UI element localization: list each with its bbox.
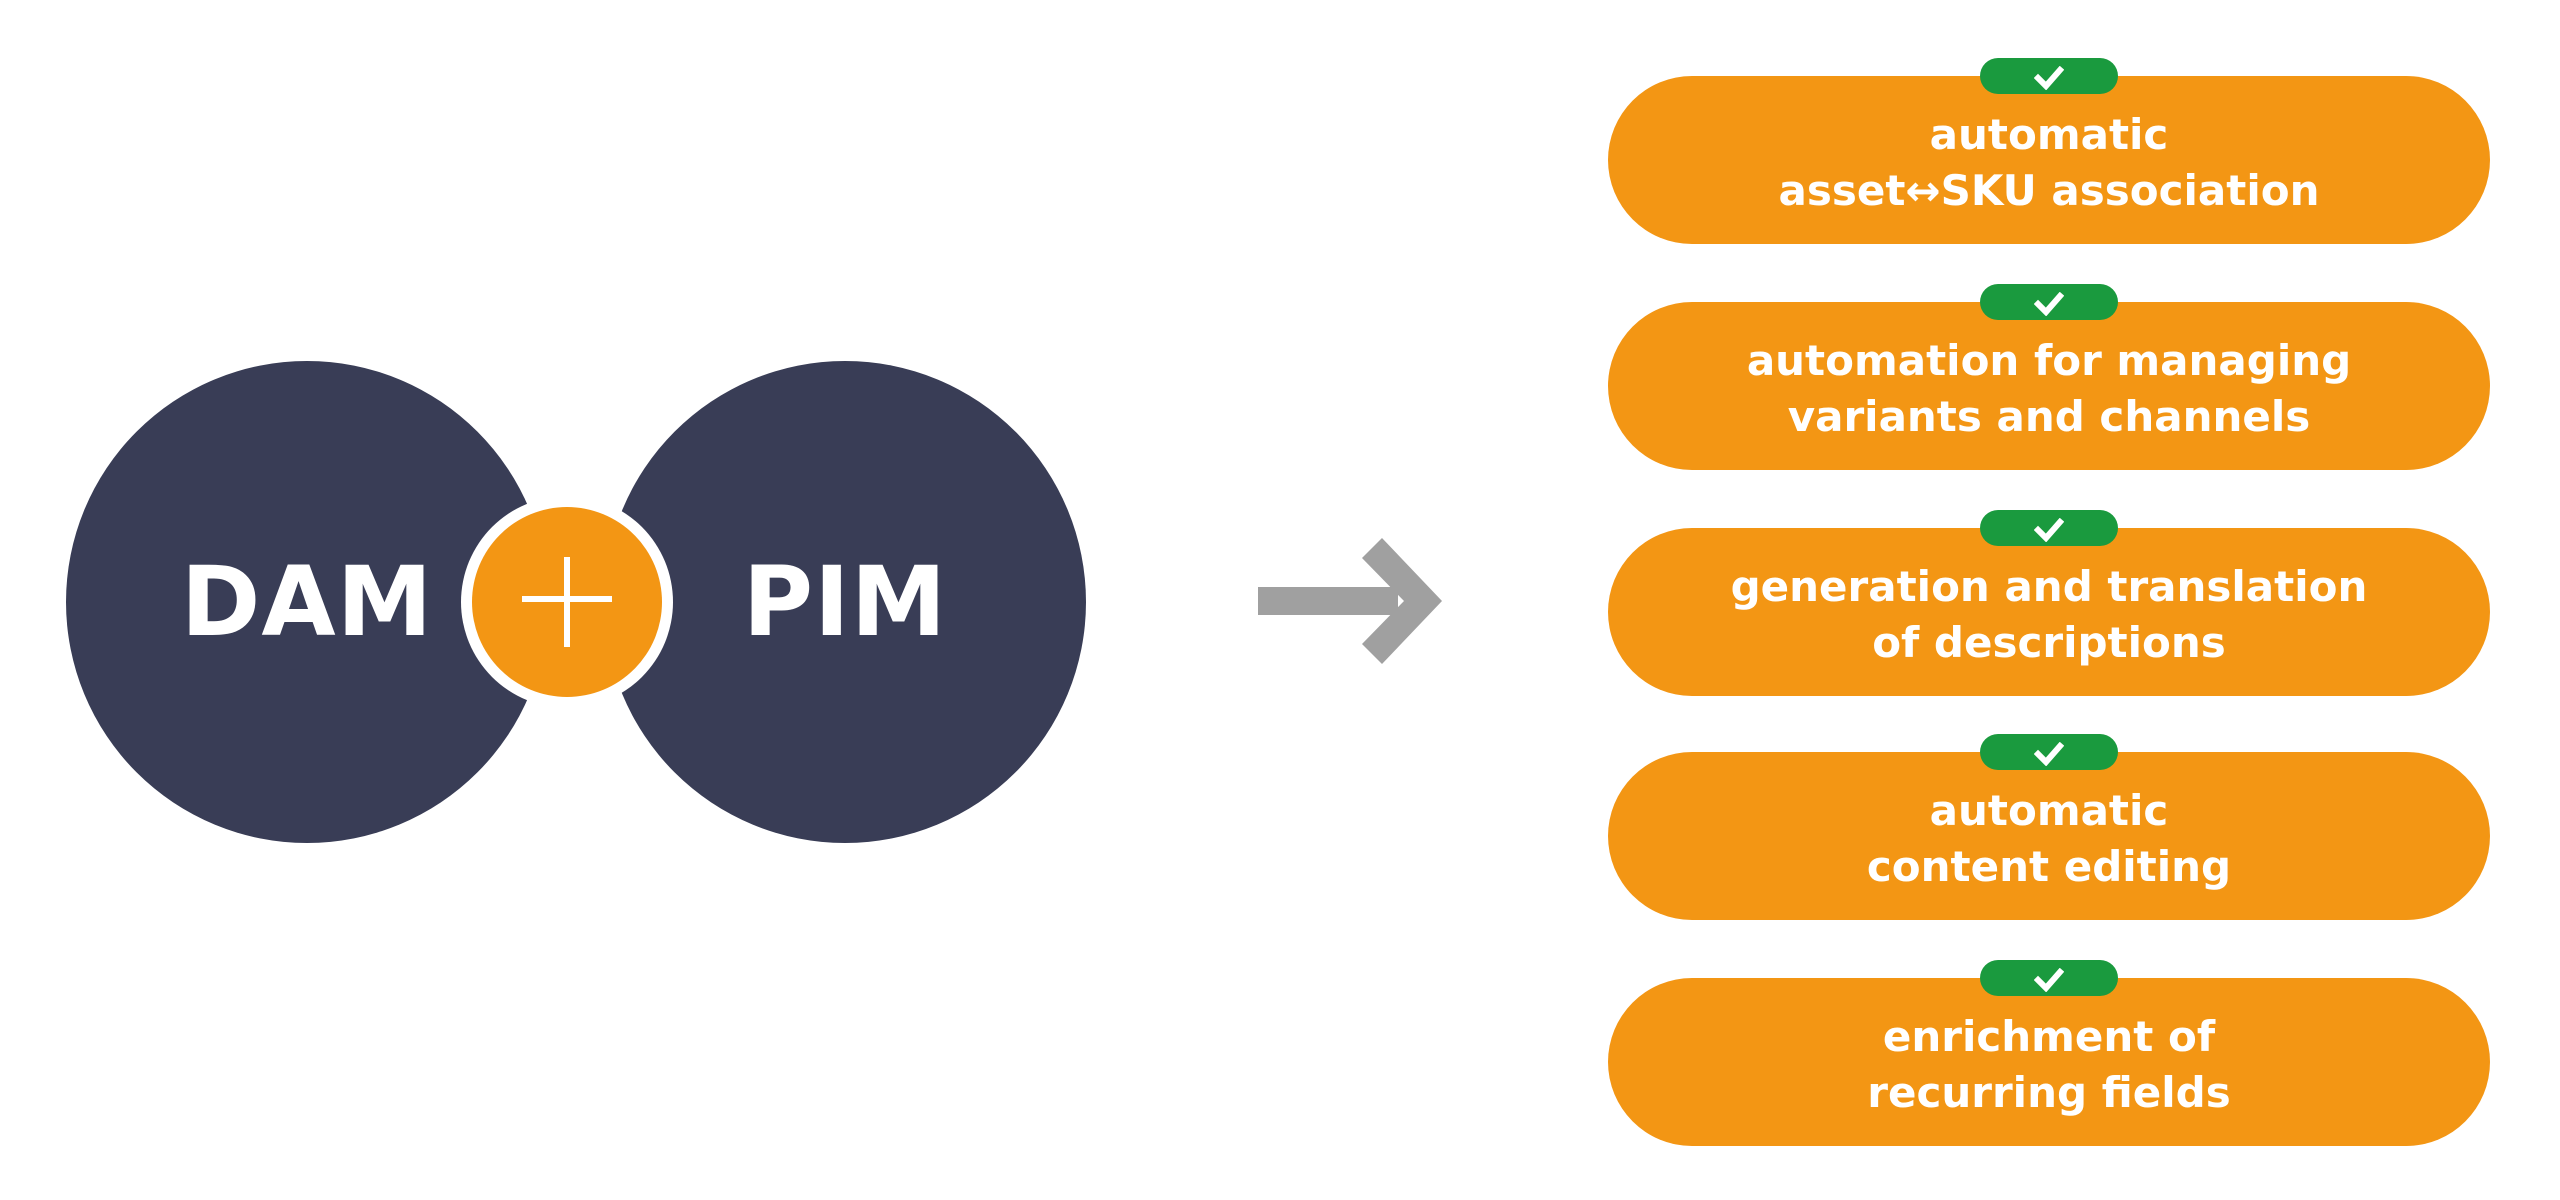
pim-circle: PIM [604, 361, 1086, 843]
check-badge [1980, 960, 2118, 996]
benefit-label: automation for managing variants and cha… [1746, 336, 2352, 441]
benefit-label: automatic asset↔SKU association [1778, 110, 2320, 215]
benefit-label: enrichment of recurring fields [1867, 1012, 2231, 1117]
benefit-pill: enrichment of recurring fields [1608, 960, 2490, 1146]
benefit-pill: automatic content editing [1608, 734, 2490, 920]
arrow-right-icon [1258, 538, 1442, 664]
dam-label: DAM [180, 546, 434, 658]
benefit-label: generation and translation of descriptio… [1730, 562, 2368, 667]
check-badge [1980, 284, 2118, 320]
check-badge [1980, 58, 2118, 94]
checkmark-icon [2033, 274, 2065, 330]
plus-connector [472, 507, 662, 697]
checkmark-icon [2033, 500, 2065, 556]
check-badge [1980, 510, 2118, 546]
benefit-pill: automatic asset↔SKU association [1608, 58, 2490, 244]
checkmark-icon [2033, 48, 2065, 104]
checkmark-icon [2033, 724, 2065, 780]
benefit-pill: automation for managing variants and cha… [1608, 284, 2490, 470]
plus-icon [522, 557, 612, 647]
benefit-label: automatic content editing [1866, 786, 2232, 891]
checkmark-icon [2033, 950, 2065, 1006]
check-badge [1980, 734, 2118, 770]
benefit-pill: generation and translation of descriptio… [1608, 510, 2490, 696]
pim-label: PIM [742, 546, 948, 658]
